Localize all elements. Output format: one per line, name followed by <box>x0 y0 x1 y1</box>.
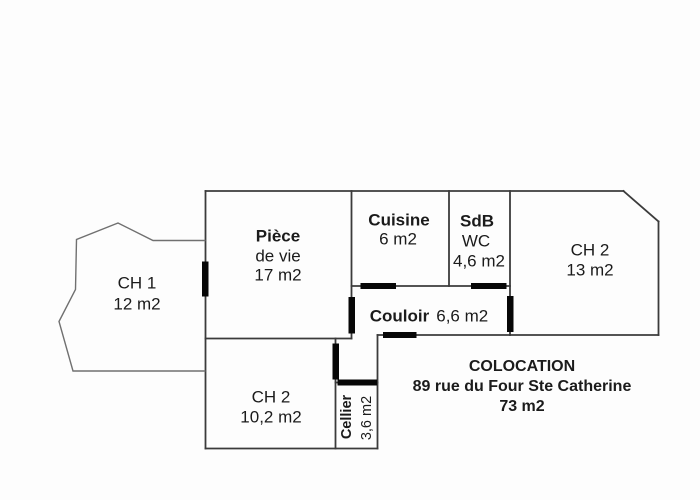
room-area-cellier: 3,6 m2 <box>358 395 375 441</box>
room-label-cellier: Cellier <box>338 394 355 440</box>
room-area-piece-de-vie: 17 m2 <box>254 265 302 285</box>
annotation-address: 89 rue du Four Ste Catherine <box>412 378 632 395</box>
room-label-ch2-droite: CH 2 <box>570 240 610 260</box>
annotation-title: COLOCATION <box>468 358 576 375</box>
room-label-couloir-row: Couloir 6,6 m2 <box>370 308 488 325</box>
room-area-ch2-droite: 13 m2 <box>566 260 614 280</box>
room-label-wc: WC <box>461 231 491 251</box>
room-label-cuisine: Cuisine <box>368 210 430 230</box>
wall-corner-diagonal <box>622 189 660 223</box>
room-label-couloir: Couloir <box>369 306 430 326</box>
door-entree <box>383 332 417 338</box>
door-cellier <box>337 379 377 386</box>
door-ch1-piece <box>202 261 209 297</box>
room-area-cuisine: 6 m2 <box>379 229 417 249</box>
room-label-piece-de-vie: Pièce <box>255 226 301 246</box>
door-ch2-bas <box>332 343 339 380</box>
room-label-ch2-bas: CH 2 <box>251 387 291 407</box>
wall-ch1-outline <box>58 222 206 372</box>
room-label-ch1: CH 1 <box>117 273 157 293</box>
room-area-ch2-bas: 10,2 m2 <box>240 407 302 427</box>
door-sdb <box>471 283 507 289</box>
doors <box>202 261 514 386</box>
room-label-piece-de-vie-2: de vie <box>255 246 301 266</box>
room-area-sdb: 4,6 m2 <box>453 251 505 271</box>
annotation-block: COLOCATION 89 rue du Four Ste Catherine … <box>413 357 632 417</box>
room-area-ch1: 12 m2 <box>113 294 161 314</box>
door-ch2-droite <box>507 296 514 332</box>
room-label-sdb: SdB <box>460 211 494 231</box>
room-area-couloir: 6,6 m2 <box>436 306 489 326</box>
door-cuisine <box>360 283 396 289</box>
annotation-surface: 73 m2 <box>499 398 545 415</box>
door-piece-couloir <box>348 297 355 334</box>
